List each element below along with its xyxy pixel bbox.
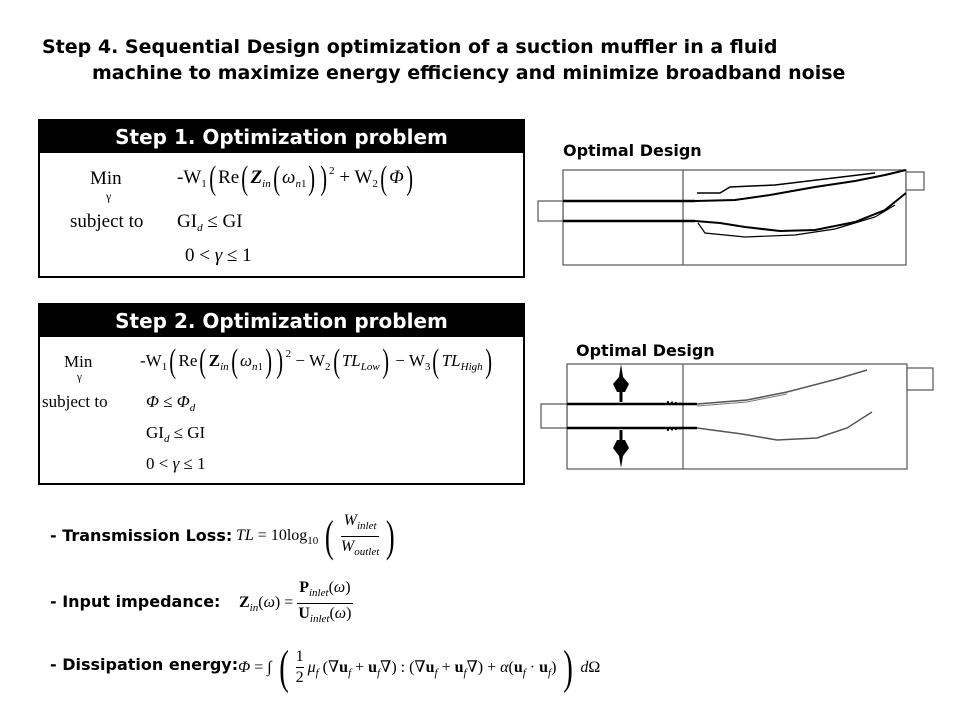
step1-header: Step 1. Optimization problem bbox=[40, 121, 523, 153]
step2-problem-box: Step 2. Optimization problem bbox=[38, 303, 525, 485]
dissipation-energy-label: - Dissipation energy: bbox=[50, 655, 239, 674]
step2-min: Min bbox=[64, 352, 92, 372]
step2-constraint-phi: Φ ≤ Φd bbox=[146, 392, 196, 414]
step1-min-var: γ bbox=[106, 189, 112, 203]
step1-constraint-gi: GId ≤ GI bbox=[177, 211, 243, 234]
step1-problem-box: Step 1. Optimization problem bbox=[38, 119, 525, 278]
step2-constraint-gamma: 0 < γ ≤ 1 bbox=[146, 454, 206, 473]
transmission-loss-formula: TL = 10log10 ( Winlet Woutlet ) bbox=[236, 512, 396, 561]
step2-header: Step 2. Optimization problem bbox=[40, 305, 523, 337]
muffler-design-2 bbox=[540, 363, 934, 470]
optimal-design-label-1: Optimal Design bbox=[563, 141, 702, 160]
input-impedance-label: - Input impedance: bbox=[50, 592, 221, 611]
step1-min-label: Min bbox=[90, 168, 122, 189]
optimal-design-label-2: Optimal Design bbox=[576, 341, 715, 360]
step2-subject-to: subject to bbox=[42, 392, 108, 411]
muffler-design-1 bbox=[537, 169, 925, 266]
step2-min-var: γ bbox=[77, 371, 82, 383]
dissipation-energy-formula: Φ = ∫ ( 1 2 μf (∇uf + uf∇) : (∇uf + uf∇)… bbox=[238, 641, 601, 694]
slide-title: Step 4. Sequential Design optimization o… bbox=[42, 34, 922, 86]
transmission-loss-label: - Transmission Loss: bbox=[50, 526, 233, 545]
step2-objective: -W1(Re(Zin(ωn1))2 − W2(TLLow) − W3(TLHig… bbox=[140, 343, 492, 380]
title-line-1: Step 4. Sequential Design optimization o… bbox=[42, 36, 778, 58]
step1-constraint-gamma: 0 < γ ≤ 1 bbox=[185, 245, 252, 266]
step1-min: Min bbox=[90, 168, 122, 190]
step1-subject-to: subject to bbox=[70, 211, 144, 232]
step2-constraint-gi: GId ≤ GI bbox=[146, 423, 206, 445]
step1-objective: -W1(Re(Zin(ωn1))2 + W2(Φ) bbox=[177, 160, 413, 197]
input-impedance-formula: Zin(ω) = Pinlet(ω) Uinlet(ω) bbox=[239, 579, 353, 625]
title-line-2: machine to maximize energy efficiency an… bbox=[92, 62, 846, 84]
step2-min-label: Min bbox=[64, 352, 93, 371]
